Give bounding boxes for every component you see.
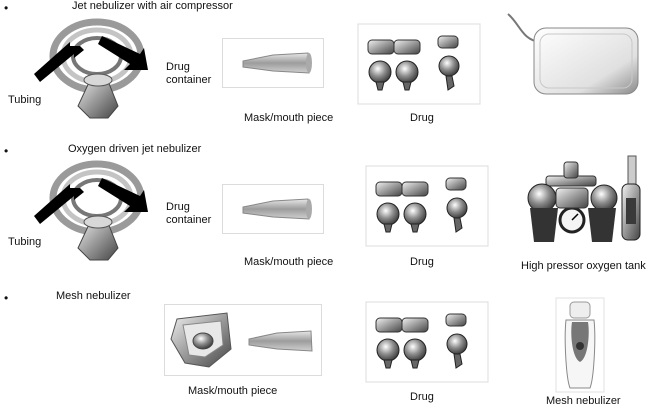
mask-mouthpiece-label: Mask/mouth piece: [188, 385, 278, 397]
drug-label: Drug: [410, 256, 434, 268]
oxygen-tank-image: [527, 155, 641, 242]
section-bullet: •: [4, 144, 9, 158]
tubing-label: Tubing: [8, 236, 42, 248]
drug-label: Drug: [410, 391, 434, 403]
drug-vials-image: [357, 23, 481, 105]
section-title: Oxygen driven jet nebulizer: [68, 143, 202, 155]
section-bullet: •: [4, 291, 9, 305]
oxygen-tank-label: High pressor oxygen tank: [521, 260, 646, 272]
drug-container-label-line2: container: [166, 74, 212, 86]
mouthpiece-image: [222, 38, 324, 88]
mask-mouthpiece-image: [164, 304, 322, 376]
mask-mouthpiece-label: Mask/mouth piece: [244, 112, 334, 124]
drug-vials-image: [365, 301, 489, 383]
mesh-nebulizer-image: [555, 297, 605, 393]
mesh-nebulizer-label: Mesh nebulizer: [546, 395, 621, 407]
mouthpiece-image: [222, 184, 324, 234]
section-title: Mesh nebulizer: [56, 290, 131, 302]
drug-container-label-line1: Drug: [166, 61, 190, 73]
drug-label: Drug: [410, 112, 434, 124]
jet-nebulizer-image: [34, 18, 148, 119]
drug-container-label-line1: Drug: [166, 201, 190, 213]
drug-container-label-line2: container: [166, 214, 212, 226]
mask-mouthpiece-label: Mask/mouth piece: [244, 256, 334, 268]
drug-vials-image: [365, 165, 489, 247]
section-title: Jet nebulizer with air compressor: [72, 0, 233, 12]
tubing-label: Tubing: [8, 94, 42, 106]
air-compressor-image: [507, 13, 639, 95]
section-bullet: •: [4, 1, 9, 15]
jet-nebulizer-image: [34, 160, 148, 261]
